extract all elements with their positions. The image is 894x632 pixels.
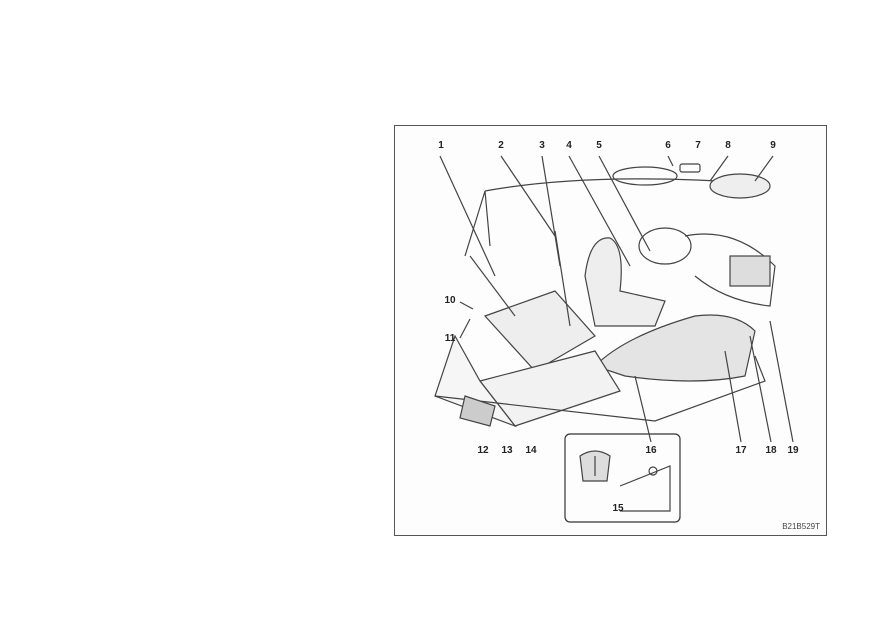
sun-visor (709, 173, 771, 199)
callout-19: 19 (787, 445, 799, 456)
callout-18: 18 (765, 445, 777, 456)
callout-8: 8 (725, 140, 731, 151)
callout-6: 6 (665, 140, 671, 151)
callout-5: 5 (596, 140, 602, 151)
figure-code: B21B529T (782, 522, 820, 531)
callout-12: 12 (477, 445, 489, 456)
callout-16: 16 (645, 445, 657, 456)
callout-17: 17 (735, 445, 747, 456)
callout-11: 11 (444, 333, 456, 344)
diagram-frame: 1 2 3 4 5 6 7 8 9 10 11 12 13 14 15 16 1… (394, 125, 827, 536)
callout-14: 14 (525, 445, 537, 456)
callout-9: 9 (770, 140, 776, 151)
callout-1: 1 (438, 140, 444, 151)
car-interior-drawing (434, 155, 794, 523)
callout-13: 13 (501, 445, 513, 456)
callout-4: 4 (566, 140, 572, 151)
callout-2: 2 (498, 140, 504, 151)
callout-3: 3 (539, 140, 545, 151)
callout-10: 10 (444, 295, 456, 306)
rear-view-mirror (612, 166, 678, 186)
callout-7: 7 (695, 140, 701, 151)
callout-15: 15 (612, 503, 624, 514)
map-light (679, 163, 701, 173)
